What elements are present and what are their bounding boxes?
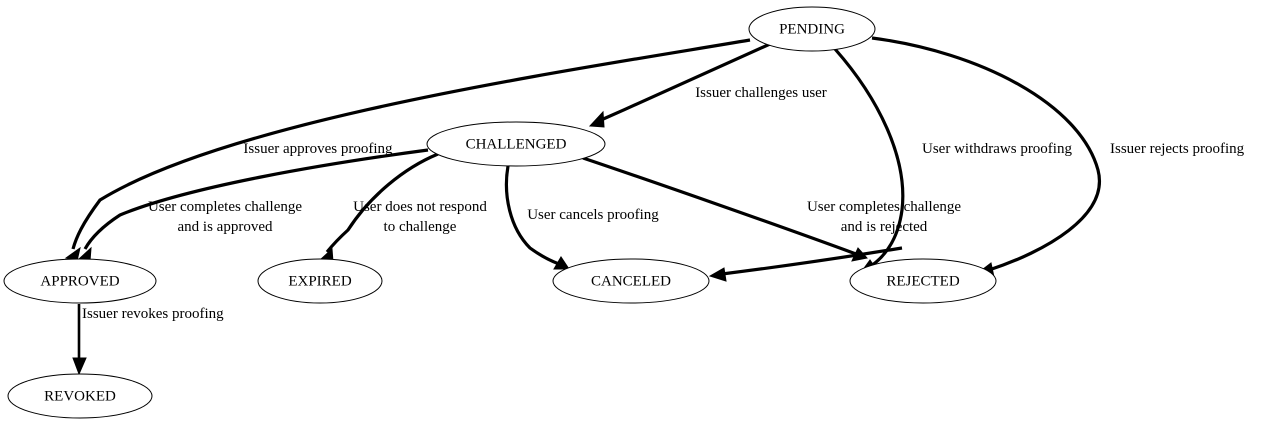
node-revoked[interactable]: REVOKED (7, 373, 153, 419)
node-rejected-ellipse (849, 258, 997, 304)
edge-pending-rejected[interactable] (871, 36, 1102, 278)
edge-pending-challenged-path (600, 42, 771, 122)
edge-label-approved-revoked: Issuer revokes proofing (82, 306, 224, 322)
node-canceled[interactable]: CANCELED (552, 258, 710, 304)
edge-label-pending-rejected: Issuer rejects proofing (1110, 141, 1245, 157)
node-revoked-label: REVOKED (44, 388, 116, 404)
edge-pending-challenged[interactable] (588, 42, 771, 128)
node-revoked-ellipse (7, 373, 153, 419)
node-canceled-ellipse (552, 258, 710, 304)
edge-challenged-canceled[interactable] (504, 165, 570, 270)
node-expired-ellipse (257, 258, 383, 304)
edge-challenged-canceled-arrowhead (553, 256, 570, 270)
edge-approved-revoked[interactable] (72, 304, 87, 376)
node-expired[interactable]: EXPIRED (257, 258, 383, 304)
node-approved[interactable]: APPROVED (3, 258, 157, 304)
node-pending-label: PENDING (779, 21, 845, 37)
node-challenged-label: CHALLENGED (466, 136, 567, 152)
edge-challenged-rejected-path (582, 156, 857, 256)
node-expired-label: EXPIRED (288, 273, 352, 289)
edge-label-challenged-rejected-line1: User completes challenge (807, 199, 961, 215)
edges-layer (64, 36, 1102, 376)
nodes-layer: PENDING CHALLENGED APPROVED EXPIRED CANC… (3, 6, 997, 419)
node-rejected[interactable]: REJECTED (849, 258, 997, 304)
edge-label-challenged-approved-line1: User completes challenge (148, 199, 302, 215)
edge-label-pending-canceled: User withdraws proofing (922, 141, 1072, 157)
edge-label-pending-challenged: Issuer challenges user (695, 85, 827, 101)
edge-label-pending-approved: Issuer approves proofing (243, 141, 393, 157)
edge-approved-revoked-arrowhead (72, 357, 87, 376)
edge-challenged-approved-path (83, 148, 429, 250)
edge-labels-layer: Issuer approves proofing Issuer challeng… (82, 85, 1245, 322)
edge-label-challenged-canceled: User cancels proofing (527, 207, 659, 223)
node-rejected-label: REJECTED (886, 273, 959, 289)
edge-pending-challenged-arrowhead (588, 110, 605, 128)
node-canceled-label: CANCELED (591, 273, 671, 289)
edge-rejected-canceled-crossing[interactable] (708, 246, 903, 282)
edge-label-challenged-expired-line1: User does not respond (353, 199, 487, 215)
node-approved-ellipse (3, 258, 157, 304)
edge-label-challenged-rejected-line2: and is rejected (841, 219, 928, 235)
node-pending[interactable]: PENDING (748, 6, 876, 52)
node-pending-ellipse (748, 6, 876, 52)
edge-pending-canceled-path (833, 47, 905, 270)
edge-rejected-canceled-crossing-path (721, 246, 903, 276)
edge-pending-approved-path (71, 38, 751, 250)
edge-label-challenged-approved-line2: and is approved (178, 219, 273, 235)
edge-pending-rejected-path (871, 36, 1102, 272)
edge-challenged-canceled-path (504, 165, 560, 266)
edge-rejected-canceled-crossing-arrowhead (708, 267, 727, 282)
edge-label-challenged-expired-line2: to challenge (384, 219, 457, 235)
edge-challenged-expired-path (325, 152, 439, 253)
edge-pending-canceled[interactable] (833, 47, 905, 273)
node-challenged-ellipse (426, 121, 606, 167)
node-approved-label: APPROVED (40, 273, 119, 289)
node-challenged[interactable]: CHALLENGED (426, 121, 606, 167)
